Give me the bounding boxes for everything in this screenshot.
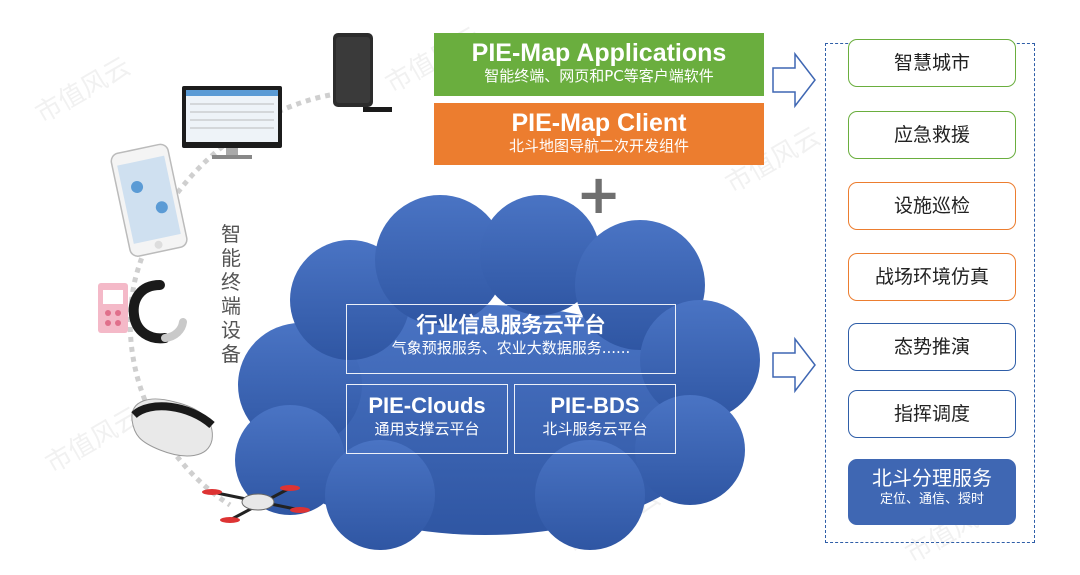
panel-item-beidou-service: 北斗分理服务 定位、通信、授时: [848, 459, 1016, 525]
arrow-right-icon: [772, 51, 816, 109]
label-char: 终: [221, 270, 241, 294]
panel-item-smart-city: 智慧城市: [848, 39, 1016, 87]
arrow-right-icon: [772, 336, 816, 394]
box-subtitle: 北斗服务云平台: [542, 420, 648, 438]
panel-item-battlefield-simulation: 战场环境仿真: [848, 253, 1016, 301]
banner-title: PIE-Map Client: [511, 109, 687, 137]
cloud-shape: [235, 195, 760, 550]
label-char: 备: [221, 342, 241, 366]
box-title: PIE-BDS: [550, 393, 640, 418]
box-title: 行业信息服务云平台: [416, 313, 606, 337]
monitor-icon: [182, 86, 282, 159]
vr-headset-icon: [131, 398, 215, 457]
router-icon: [333, 33, 392, 112]
smart-band-icon: [128, 280, 187, 344]
box-title: PIE-Clouds: [368, 393, 486, 418]
panel-item-emergency-rescue: 应急救援: [848, 111, 1016, 159]
badge-icon: [98, 283, 128, 333]
label-char: 设: [221, 318, 241, 342]
panel-item-situation-deduction: 态势推演: [848, 323, 1016, 371]
label-char: 能: [221, 246, 241, 270]
phone-icon: [110, 143, 188, 257]
panel-item-facility-inspection: 设施巡检: [848, 182, 1016, 230]
box-subtitle: 通用支撑云平台: [374, 420, 480, 438]
smart-devices-label: 智 能 终 端 设 备: [218, 222, 244, 366]
plus-icon: +: [576, 163, 622, 226]
service-subtitle: 定位、通信、授时: [879, 492, 984, 507]
box-subtitle: 气象预报服务、农业大数据服务......: [391, 339, 631, 357]
label-char: 智: [221, 222, 241, 246]
drone-icon: [202, 485, 310, 523]
banner-subtitle: 智能终端、网页和PC等客户端软件: [484, 67, 714, 85]
banner-title: PIE-Map Applications: [471, 39, 727, 67]
industry-cloud-platform-box: 行业信息服务云平台 气象预报服务、农业大数据服务......: [346, 304, 676, 374]
label-char: 端: [221, 294, 241, 318]
pie-clouds-box: PIE-Clouds 通用支撑云平台: [346, 384, 508, 454]
pie-map-applications-banner: PIE-Map Applications 智能终端、网页和PC等客户端软件: [434, 33, 764, 96]
banner-subtitle: 北斗地图导航二次开发组件: [508, 137, 689, 155]
panel-item-command-dispatch: 指挥调度: [848, 390, 1016, 438]
pie-map-client-banner: PIE-Map Client 北斗地图导航二次开发组件: [434, 103, 764, 165]
service-title: 北斗分理服务: [872, 466, 992, 490]
pie-bds-box: PIE-BDS 北斗服务云平台: [514, 384, 676, 454]
